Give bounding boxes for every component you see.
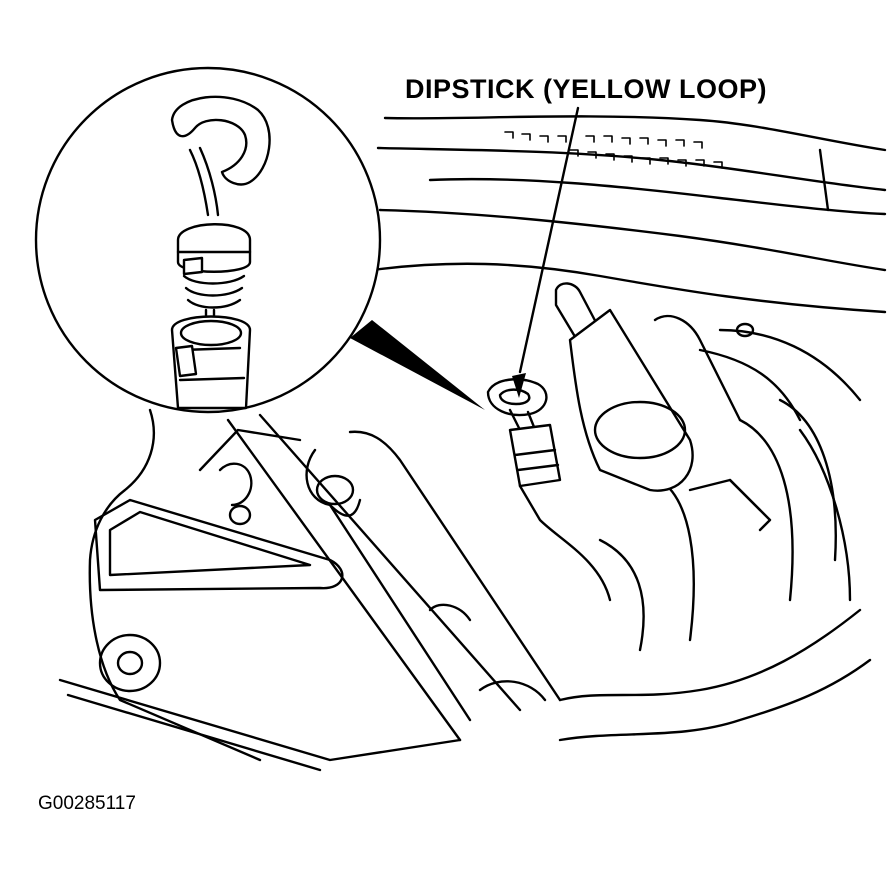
magnifier-inset-icon xyxy=(34,66,382,414)
intake-pipe xyxy=(226,413,562,742)
dipstick-tube-icon xyxy=(508,423,612,602)
inset-leader xyxy=(350,320,485,410)
fuel-filter-icon xyxy=(554,282,772,532)
figure-id: G00285117 xyxy=(38,793,136,814)
hood-lines xyxy=(370,115,887,314)
radiator-hoses xyxy=(558,328,872,742)
pointer-arrow-icon xyxy=(512,106,580,398)
dipstick-callout-label: DIPSTICK (YELLOW LOOP) xyxy=(405,74,767,104)
